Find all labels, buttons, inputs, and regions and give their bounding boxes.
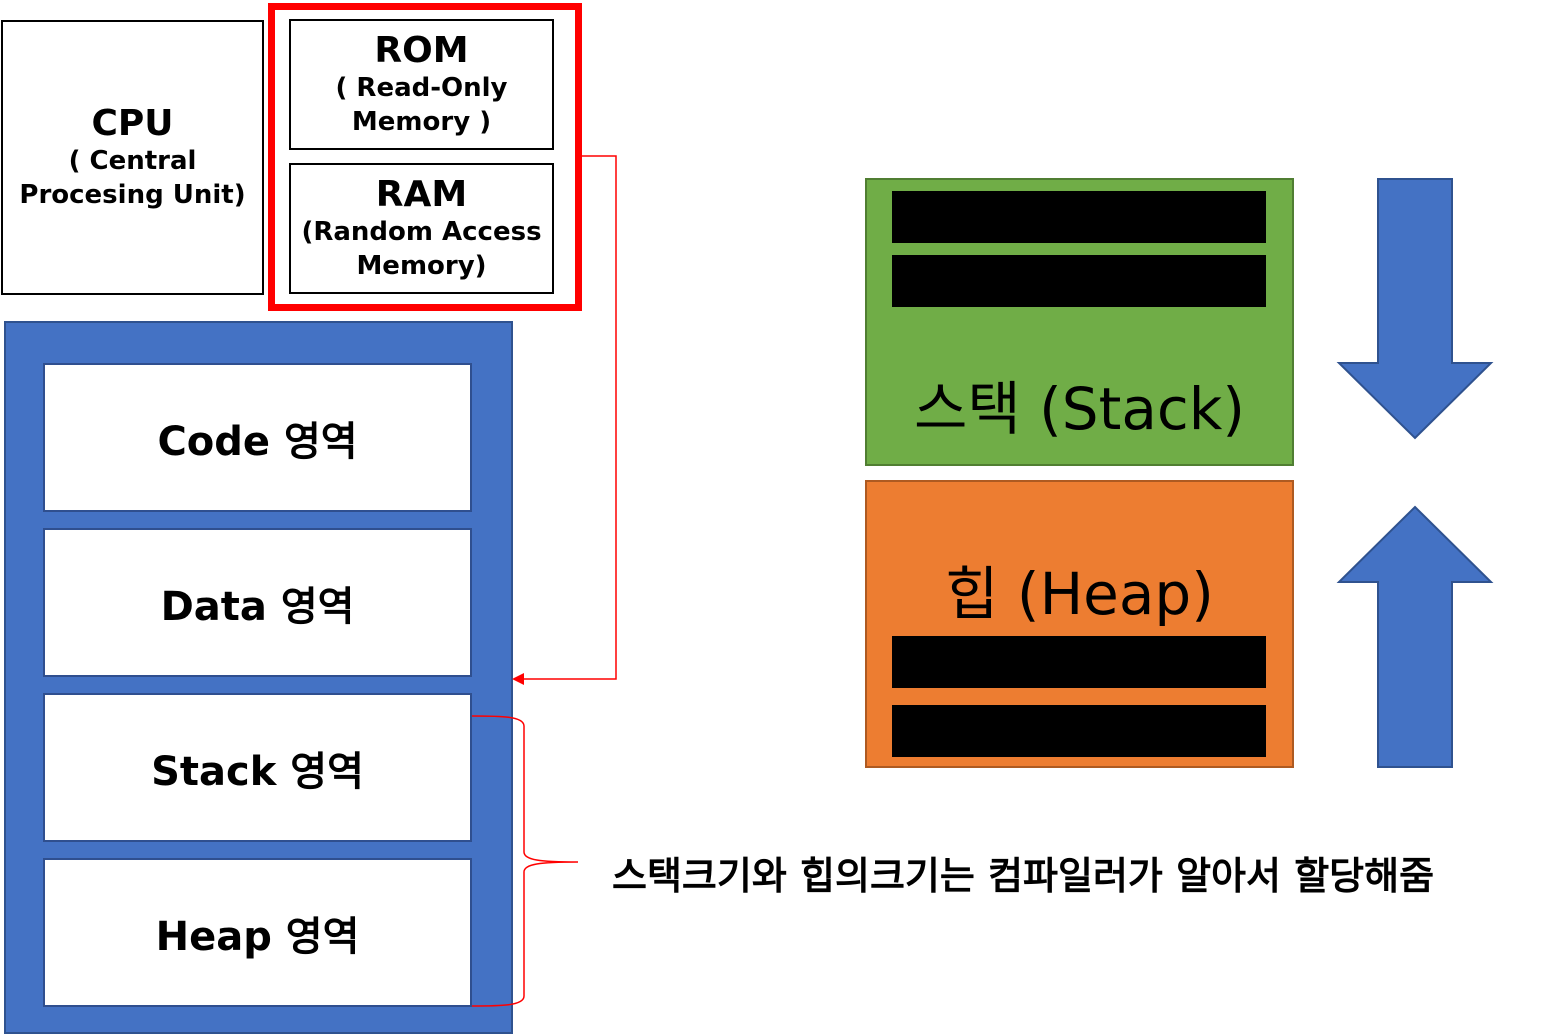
rom-box: ROM ( Read-Only Memory ) (289, 19, 554, 150)
heap-segment: Heap 영역 (43, 858, 472, 1007)
stack-label: 스택 (Stack) (914, 375, 1245, 443)
code-segment: Code 영역 (43, 363, 472, 512)
ram-subtitle-line2: Memory) (356, 250, 487, 281)
cpu-subtitle-line1: ( Central (68, 145, 197, 176)
ram-rom-highlight-frame (268, 3, 582, 311)
data-segment: Data 영역 (43, 528, 472, 677)
cpu-subtitle-line2: Procesing Unit) (19, 179, 246, 210)
allocation-note: 스택크기와 힙의크기는 컴파일러가 알아서 할당해줌 (612, 854, 1435, 898)
ram-to-memory-connector (522, 155, 617, 680)
stack-frame-bar (892, 255, 1266, 307)
connector-arrowhead (512, 673, 524, 685)
heap-label: 힙 (Heap) (945, 560, 1214, 628)
arrow-up-icon (1336, 505, 1494, 768)
rom-title: ROM (374, 29, 469, 71)
stack-segment: Stack 영역 (43, 693, 472, 842)
arrow-down-icon (1336, 178, 1494, 440)
curly-brace (471, 715, 579, 1007)
heap-block-bar (892, 636, 1266, 688)
ram-box: RAM (Random Access Memory) (289, 163, 554, 294)
rom-subtitle-line2: Memory ) (351, 106, 492, 137)
rom-subtitle-line1: ( Read-Only (335, 72, 508, 103)
stack-frame-bar (892, 191, 1266, 243)
cpu-title: CPU (91, 102, 174, 144)
cpu-box: CPU ( Central Procesing Unit) (1, 20, 264, 295)
ram-title: RAM (375, 173, 468, 215)
heap-block-bar (892, 705, 1266, 757)
ram-subtitle-line1: (Random Access (301, 216, 542, 247)
